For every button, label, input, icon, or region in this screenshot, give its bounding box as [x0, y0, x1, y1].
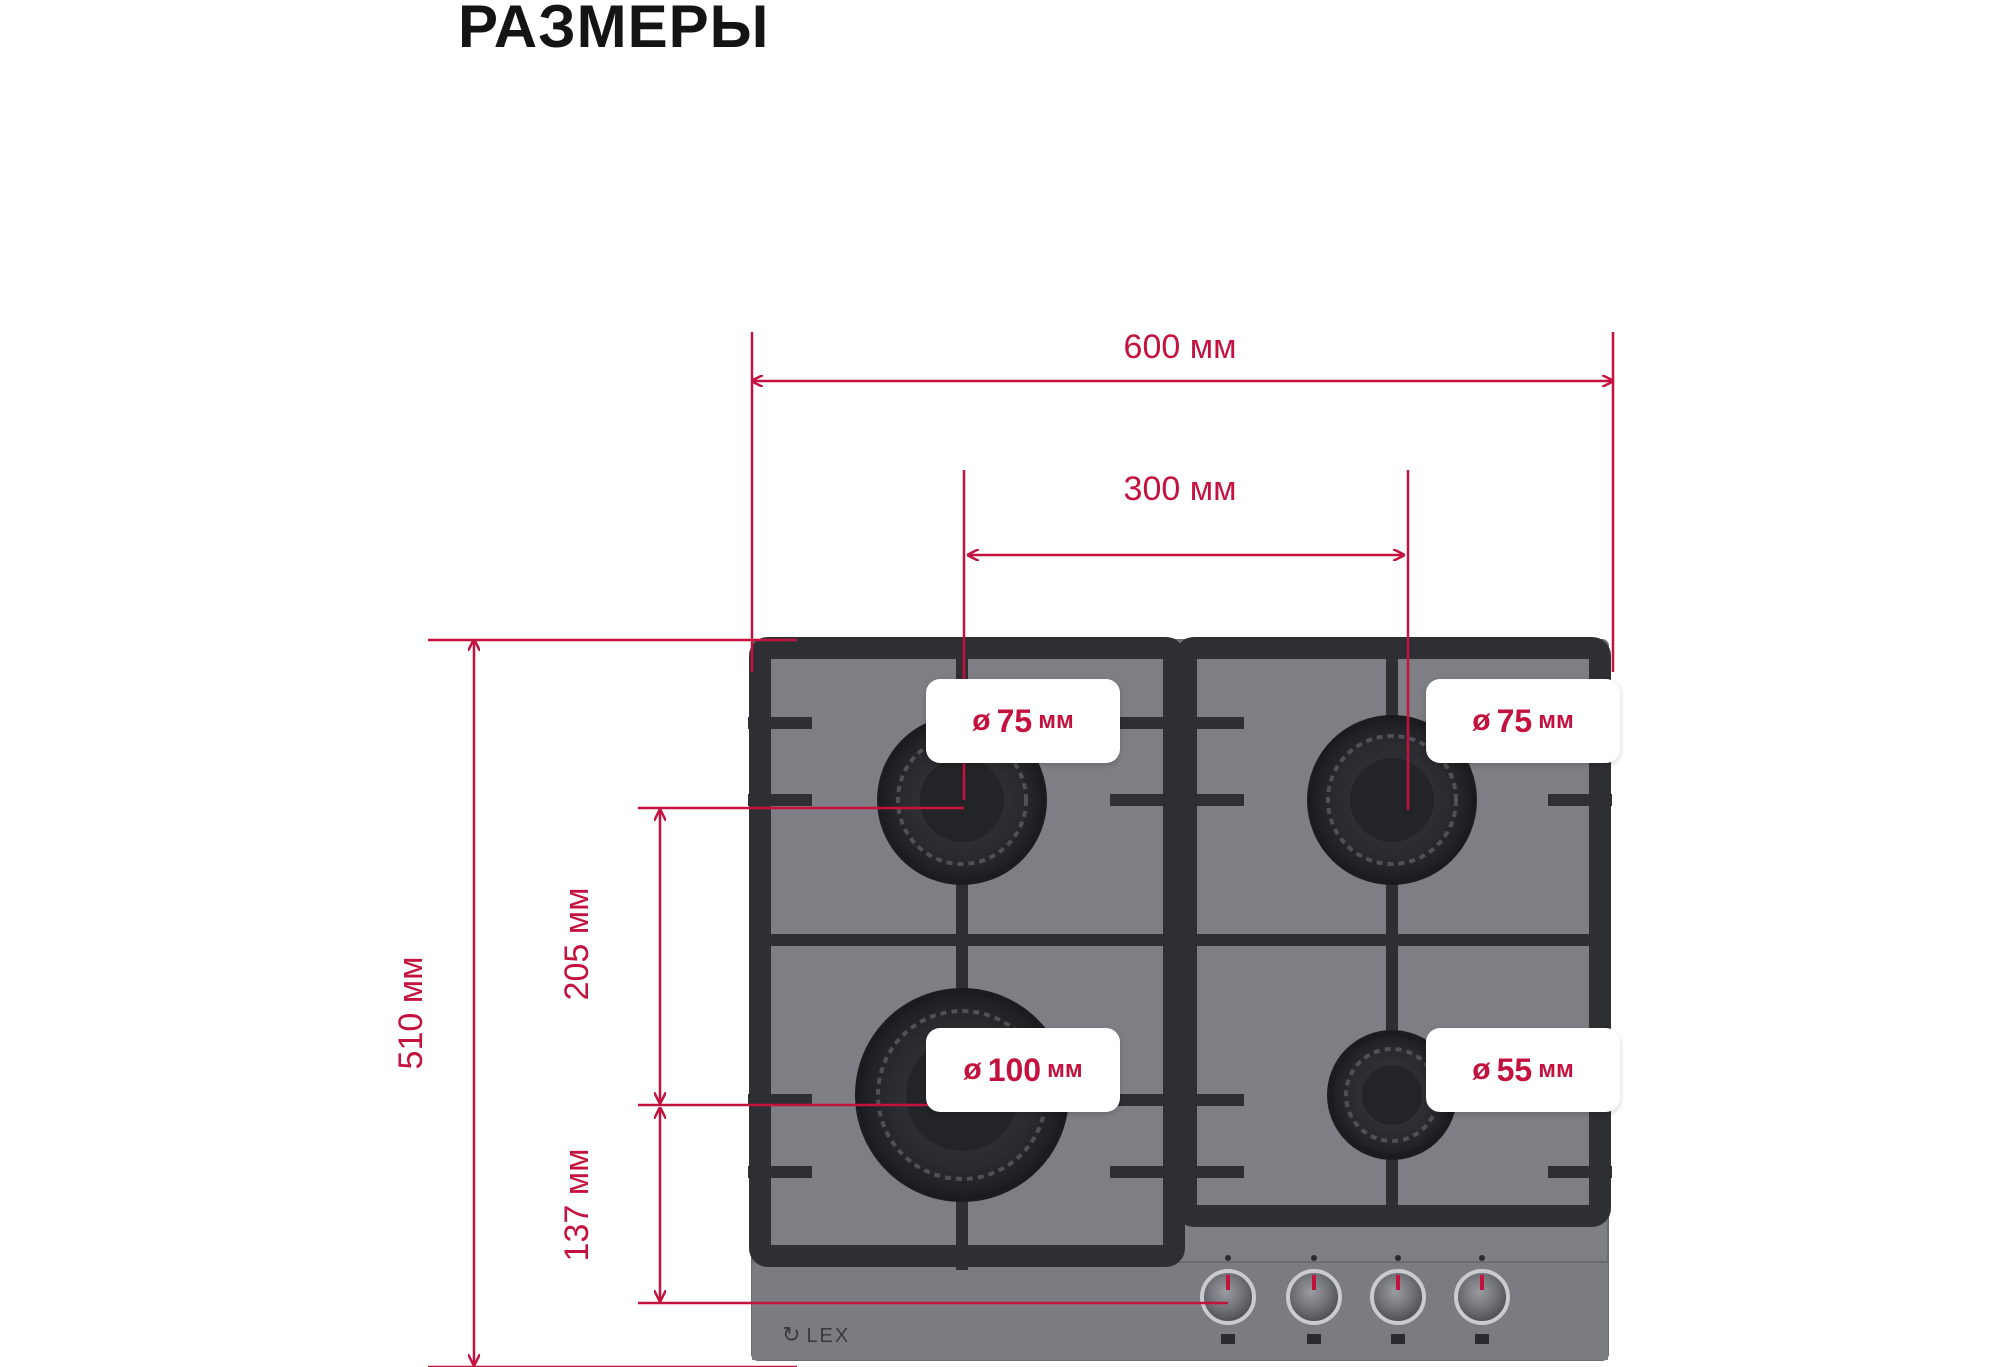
knob-position-icons [1221, 1255, 1489, 1344]
brand-name: LEX [806, 1325, 851, 1347]
badge-burner-top-right: ø 75 мм [1426, 679, 1620, 763]
lex-logo-icon: ↻ [782, 1322, 803, 1347]
diameter-symbol: ø [963, 1053, 982, 1086]
badge-burner-bottom-right: ø 55 мм [1426, 1028, 1620, 1112]
label-600mm: 600 мм [1124, 328, 1237, 366]
label-510mm: 510 мм [392, 957, 430, 1070]
label-137mm: 137 мм [558, 1149, 596, 1262]
diameter-unit: мм [1538, 1056, 1574, 1083]
diameter-value: 75 [996, 702, 1033, 739]
label-205mm: 205 мм [558, 888, 596, 1001]
diameter-unit: мм [1038, 707, 1074, 734]
dimension-lines [428, 332, 1615, 1367]
diameter-symbol: ø [1472, 1053, 1491, 1086]
brand-logo: ↻LEX [782, 1322, 850, 1348]
page-title: РАЗМЕРЫ [458, 0, 770, 60]
badge-burner-top-left: ø 75 мм [926, 679, 1120, 763]
diameter-value: 55 [1496, 1051, 1533, 1088]
diameter-unit: мм [1047, 1056, 1083, 1083]
diameter-symbol: ø [972, 704, 991, 737]
burner-top-right [1307, 715, 1477, 885]
label-300mm: 300 мм [1124, 470, 1237, 508]
knob-2[interactable] [1286, 1269, 1342, 1325]
knob-1[interactable] [1200, 1269, 1256, 1325]
knob-4[interactable] [1454, 1269, 1510, 1325]
diameter-unit: мм [1538, 707, 1574, 734]
diameter-value: 75 [1496, 702, 1533, 739]
diameter-symbol: ø [1472, 704, 1491, 737]
badge-burner-bottom-left: ø 100 мм [926, 1028, 1120, 1112]
diameter-value: 100 [987, 1051, 1042, 1088]
knob-3[interactable] [1370, 1269, 1426, 1325]
